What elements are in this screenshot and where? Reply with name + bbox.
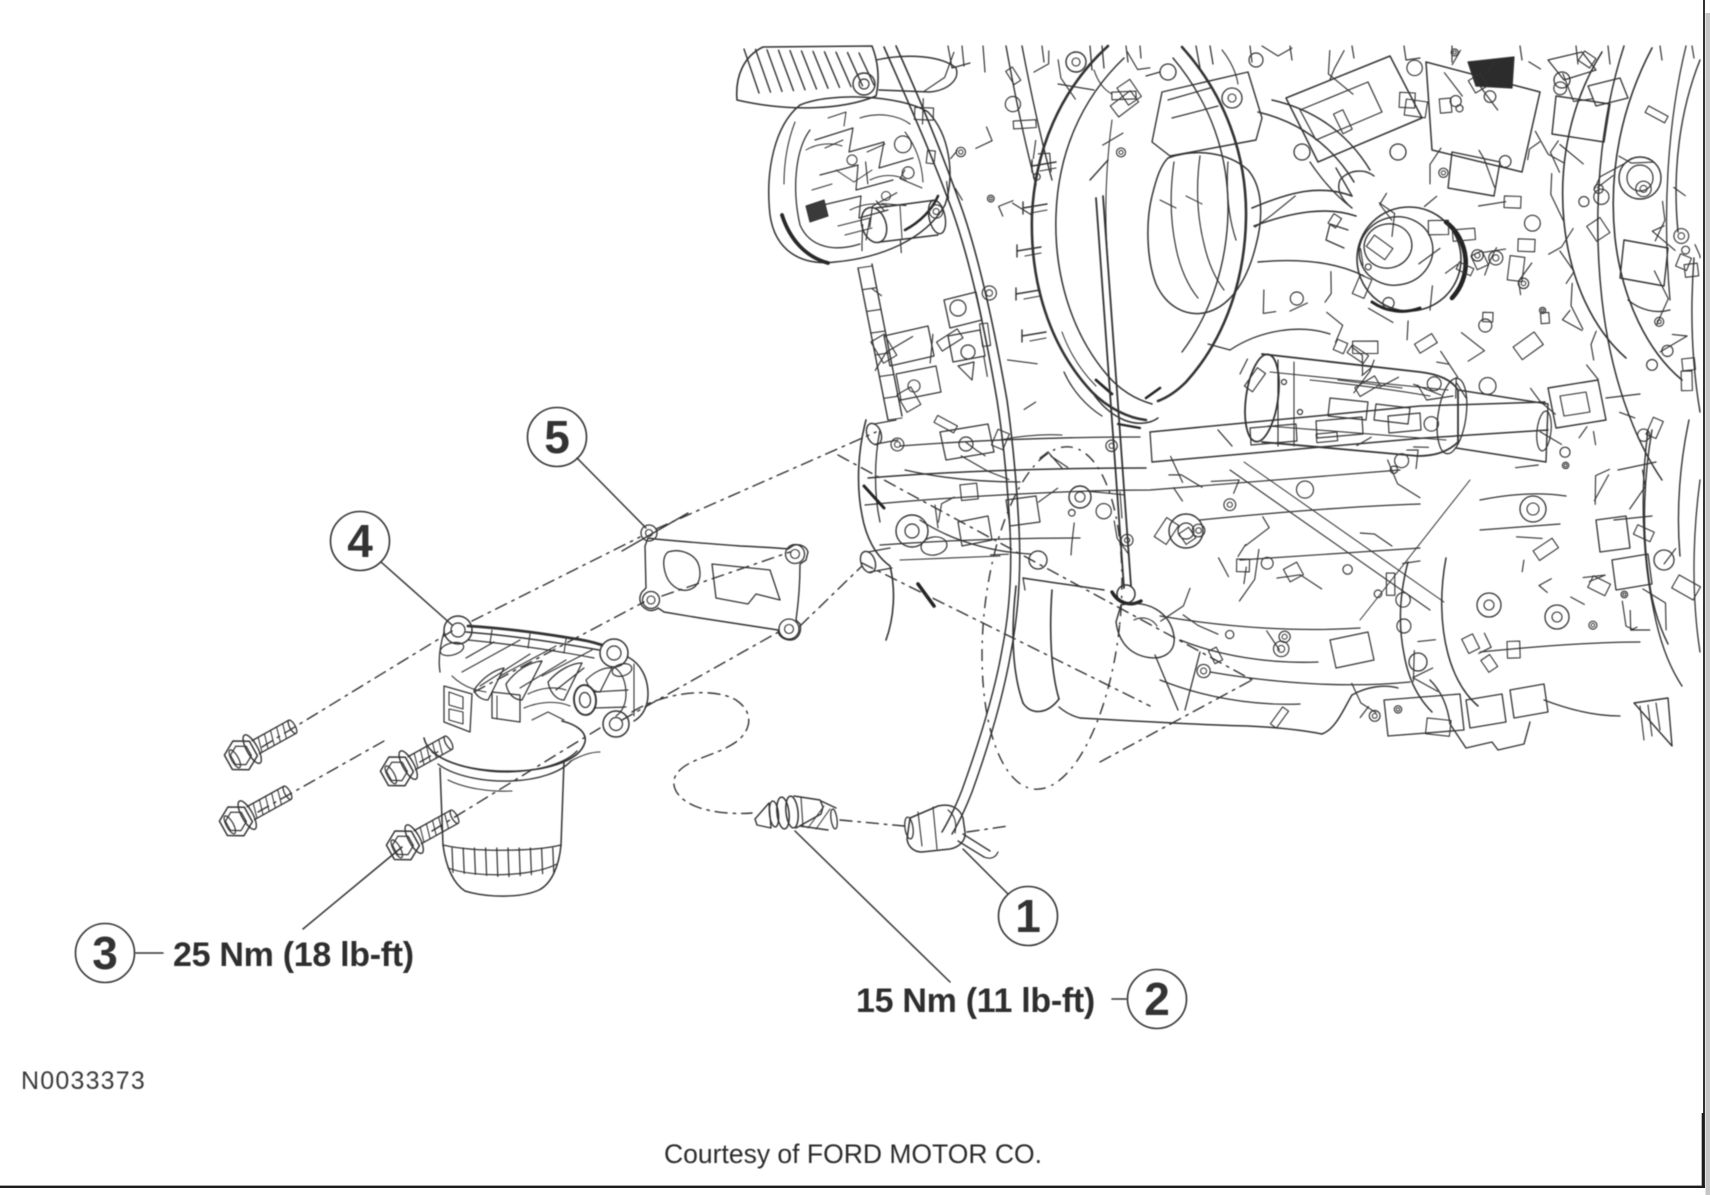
svg-text:25 Nm (18 lb-ft): 25 Nm (18 lb-ft) [173,936,414,974]
svg-text:5: 5 [544,411,570,463]
svg-text:15 Nm (11 lb-ft): 15 Nm (11 lb-ft) [856,982,1095,1020]
svg-text:4: 4 [347,515,373,567]
svg-text:1: 1 [1015,890,1041,942]
svg-text:3: 3 [92,927,118,979]
svg-text:2: 2 [1144,973,1170,1025]
svg-text:N0033373: N0033373 [21,1067,146,1095]
svg-text:Courtesy of FORD MOTOR CO.: Courtesy of FORD MOTOR CO. [664,1139,1042,1169]
